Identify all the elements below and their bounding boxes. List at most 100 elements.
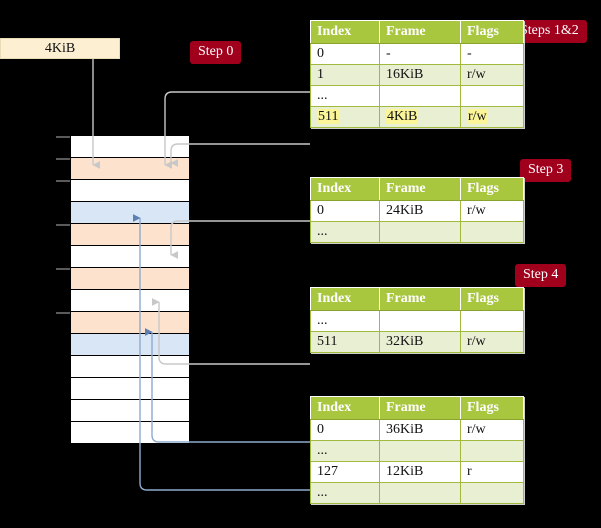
memory-frame-row	[71, 158, 189, 180]
table-header-row: Index Frame Flags	[310, 177, 524, 201]
memory-frame-row	[71, 334, 189, 356]
cell-index: ...	[310, 440, 380, 462]
table-row: ...	[310, 221, 524, 243]
memory-frame-row	[71, 202, 189, 224]
cell-flags: r/w	[460, 331, 524, 353]
cell-frame	[379, 440, 461, 462]
cell-flags	[460, 310, 524, 332]
column-header-flags: Flags	[460, 396, 524, 420]
memory-frame-row	[71, 180, 189, 202]
table-row: ...	[310, 310, 524, 332]
highlighted-value: 511	[317, 109, 340, 124]
cell-index: 511	[310, 106, 380, 128]
cell-flags: r/w	[460, 106, 524, 128]
physical-memory-column	[70, 135, 190, 444]
table-row: ...	[310, 440, 524, 462]
cell-flags: r/w	[460, 200, 524, 222]
column-header-frame: Frame	[379, 177, 461, 201]
column-header-index: Index	[310, 287, 380, 311]
cell-flags: r	[460, 461, 524, 483]
cell-flags: r/w	[460, 64, 524, 86]
column-header-index: Index	[310, 20, 380, 44]
wire-pdpt-entry-to-memory	[170, 220, 310, 259]
memory-tick	[56, 180, 70, 182]
badge-step-0: Step 0	[190, 41, 242, 64]
column-header-frame: Frame	[379, 396, 461, 420]
source-frame-box: 4KiB	[0, 38, 120, 59]
cell-index: 0	[310, 43, 380, 65]
column-header-frame: Frame	[379, 287, 461, 311]
cell-frame: 12KiB	[379, 461, 461, 483]
memory-frame-row	[71, 378, 189, 400]
cell-frame: 16KiB	[379, 64, 461, 86]
memory-tick	[56, 312, 70, 314]
cell-index: ...	[310, 221, 380, 243]
cell-index: 511	[310, 331, 380, 353]
table-header-row: Index Frame Flags	[310, 287, 524, 311]
memory-tick	[56, 158, 70, 160]
cell-frame	[379, 482, 461, 504]
cell-flags	[460, 482, 524, 504]
cell-index: ...	[310, 310, 380, 332]
wire-pml4-511-to-memory	[170, 143, 310, 167]
table-row: 511 4KiB r/w	[310, 106, 524, 128]
table-header-row: Index Frame Flags	[310, 20, 524, 44]
column-header-flags: Flags	[460, 177, 524, 201]
source-frame-label: 4KiB	[44, 40, 76, 56]
cell-index: ...	[310, 482, 380, 504]
memory-tick	[56, 224, 70, 226]
table-row: 0--	[310, 43, 524, 65]
memory-frame-row	[71, 136, 189, 158]
highlighted-value: 4KiB	[386, 109, 419, 124]
cell-flags: -	[460, 43, 524, 65]
cell-index: 0	[310, 200, 380, 222]
column-header-flags: Flags	[460, 20, 524, 44]
table-header-row: Index Frame Flags	[310, 396, 524, 420]
memory-frame-row	[71, 312, 189, 334]
table-row: ...	[310, 85, 524, 107]
cell-flags: r/w	[460, 419, 524, 441]
memory-tick	[56, 136, 70, 138]
table-row: ...	[310, 482, 524, 504]
highlighted-value: r/w	[467, 109, 488, 124]
cell-index: ...	[310, 85, 380, 107]
memory-frame-row	[71, 224, 189, 246]
memory-frame-row	[71, 400, 189, 422]
memory-tick	[56, 268, 70, 270]
cell-index: 1	[310, 64, 380, 86]
cell-flags	[460, 440, 524, 462]
memory-frame-row	[71, 422, 189, 444]
cell-frame	[379, 85, 461, 107]
column-header-index: Index	[310, 396, 380, 420]
cell-index: 127	[310, 461, 380, 483]
cell-index: 0	[310, 419, 380, 441]
cell-frame: 36KiB	[379, 419, 461, 441]
cell-frame: 32KiB	[379, 331, 461, 353]
cell-flags	[460, 85, 524, 107]
badge-step-3: Step 3	[520, 159, 572, 182]
column-header-index: Index	[310, 177, 380, 201]
cell-frame: 24KiB	[379, 200, 461, 222]
memory-frame-row	[71, 268, 189, 290]
badge-step-4: Step 4	[515, 264, 567, 287]
memory-frame-row	[71, 356, 189, 378]
column-header-frame: Frame	[379, 20, 461, 44]
cell-frame: -	[379, 43, 461, 65]
memory-frame-row	[71, 246, 189, 268]
badge-steps-1-2: Steps 1&2	[512, 20, 587, 43]
memory-frame-row	[71, 290, 189, 312]
column-header-flags: Flags	[460, 287, 524, 311]
cell-frame	[379, 221, 461, 243]
cell-frame: 4KiB	[379, 106, 461, 128]
cell-frame	[379, 310, 461, 332]
